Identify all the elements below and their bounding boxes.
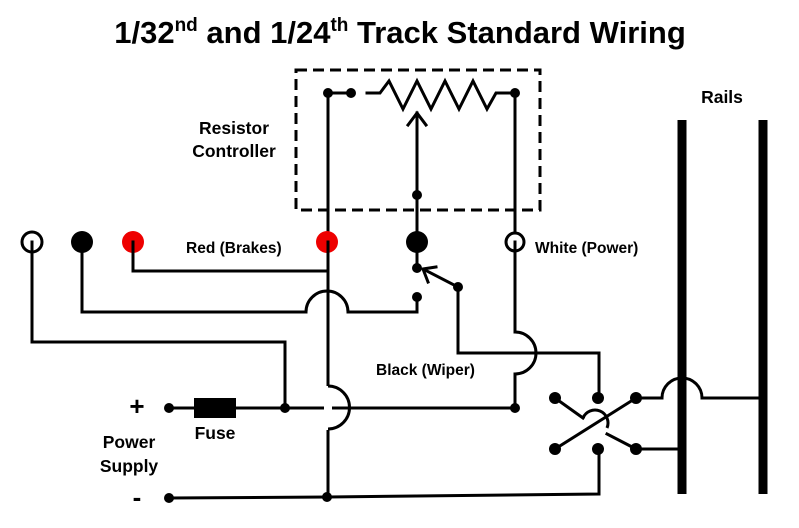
brake-contact-right	[346, 88, 356, 98]
fuse-icon	[194, 398, 236, 418]
power-supply-label-line1: Power	[103, 432, 156, 452]
hop-gap	[324, 386, 332, 430]
rail-hop	[660, 376, 704, 399]
diagram-title: 1/32nd and 1/24th Track Standard Wiring	[114, 15, 686, 50]
power-supply-label-line2: Supply	[100, 456, 159, 476]
resistor-controller-label-line2: Controller	[192, 141, 276, 161]
left-white-wire	[30, 240, 287, 410]
black-wiper-label: Black (Wiper)	[376, 362, 475, 379]
wiper-arrow-icon	[405, 110, 429, 128]
dpdt-contact-bm	[592, 443, 604, 455]
left-black-wire-end	[346, 295, 419, 314]
plus-sign: +	[129, 391, 144, 421]
negative-wire	[167, 447, 601, 500]
negative-junction	[322, 492, 332, 502]
white-hop	[514, 330, 538, 376]
wiper-switch-blade	[422, 267, 461, 290]
positive-junction	[280, 403, 290, 413]
wiper-switch-contact	[412, 263, 422, 273]
resistor-element	[365, 77, 517, 113]
dpdt-cross-wire-a-end	[604, 431, 639, 452]
red-hop	[327, 384, 351, 431]
white-positive-junction	[510, 403, 520, 413]
brake-switch-contact	[412, 292, 422, 302]
dpdt-cross-wire-b	[552, 395, 639, 452]
resistor-controller-box	[294, 68, 542, 212]
minus-sign: -	[133, 482, 142, 512]
crossover-hop	[304, 289, 350, 313]
left-black-wire	[80, 240, 308, 314]
red-brake-wire	[131, 240, 330, 273]
dpdt-contact-tm	[592, 392, 604, 404]
black-wiper-wire	[456, 285, 601, 399]
dpdt-hop	[581, 408, 610, 429]
switch-arrow-icon	[420, 265, 438, 284]
rails-label: Rails	[701, 87, 743, 107]
white-power-label: White (Power)	[535, 240, 638, 257]
resistor-controller-label-line1: Resistor	[199, 118, 269, 138]
fuse-label: Fuse	[195, 423, 236, 443]
dpdt-cross-wire-a	[552, 395, 586, 421]
red-brakes-label: Red (Brakes)	[186, 240, 282, 257]
